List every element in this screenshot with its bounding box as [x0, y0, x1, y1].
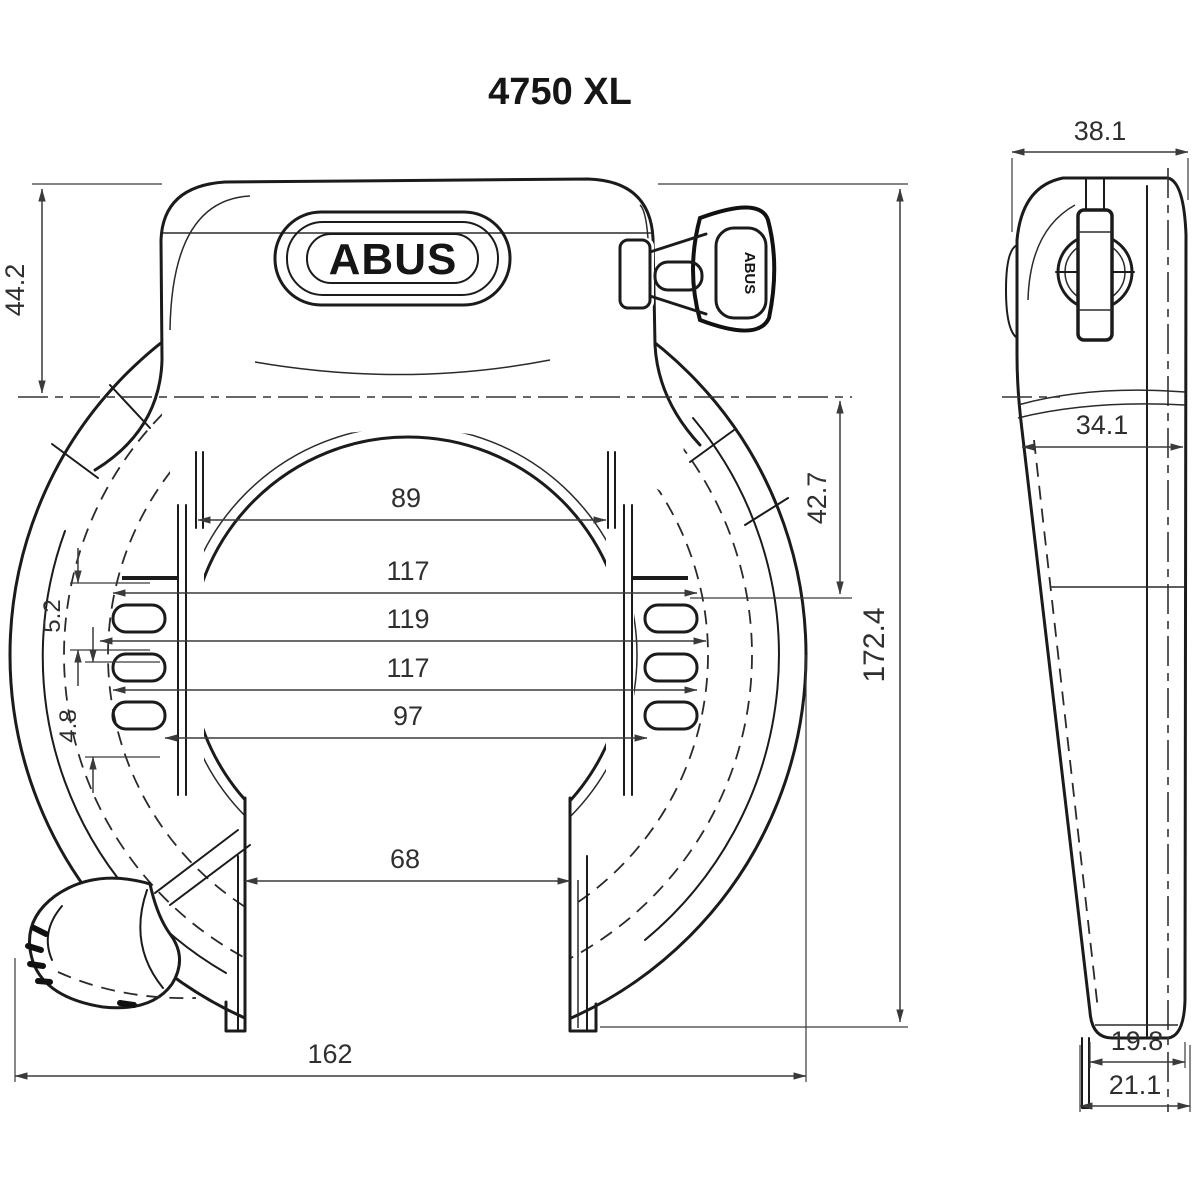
- key-side-detail: [1078, 231, 1112, 311]
- mounting-slot: [111, 700, 167, 731]
- dim-label-34-1: 34.1: [1076, 410, 1129, 440]
- logo-capsule-inner: [306, 233, 479, 284]
- lever-hidden-line: [57, 971, 197, 1000]
- housing-bottom-seam: [254, 359, 551, 376]
- mounting-slot: [643, 603, 699, 634]
- shackle-segment-ticks: [51, 384, 789, 526]
- key: ABUS: [618, 205, 777, 333]
- logo-text: ABUS: [329, 235, 458, 284]
- dim-label-42-7: 42.7: [802, 472, 832, 525]
- key-cylinder: [1055, 177, 1135, 342]
- housing: [93, 177, 702, 505]
- side-view: 38.1 34.1 19.8 21.1: [1002, 116, 1191, 1112]
- dim-label-5-2: 5.2: [39, 599, 66, 632]
- front-dimensions: 44.2 172.4 42.7 89 117 119 117 97 5.2: [0, 183, 908, 1082]
- lever-grip-ridges: [25, 925, 137, 1008]
- mounting-plate-left: [111, 451, 204, 796]
- left-leg: [224, 796, 247, 1033]
- ring-legs: [224, 796, 598, 1033]
- lever-slot-line: [169, 844, 251, 906]
- key-text: ABUS: [741, 252, 758, 295]
- bottom-opening: [245, 792, 570, 1060]
- logo-capsule-outer: [273, 210, 512, 307]
- mounting-slot: [111, 652, 167, 683]
- logo-capsule-mid: [286, 221, 499, 296]
- dim-label-68: 68: [390, 844, 420, 874]
- mounting-slot: [111, 603, 167, 634]
- side-body: [1002, 168, 1188, 1112]
- side-dimensions: 38.1 34.1 19.8 21.1: [1011, 116, 1191, 1112]
- key-shoulder-bottom: [648, 294, 708, 316]
- dim-label-21-1: 21.1: [1109, 1070, 1162, 1100]
- dim-label-4-8: 4.8: [55, 709, 82, 742]
- front-view: ABUS ABUS: [8, 177, 852, 1060]
- dim-label-172-4: 172.4: [858, 607, 891, 682]
- key-head: [691, 205, 777, 333]
- right-leg: [568, 796, 598, 1033]
- dim-label-19-8: 19.8: [1111, 1026, 1164, 1056]
- side-hidden-edge: [1033, 439, 1099, 1011]
- abus-logo: ABUS: [273, 210, 512, 307]
- key-grip: [714, 226, 768, 320]
- ring-shell-seam-right: [644, 417, 780, 941]
- mounting-plate-right: [606, 451, 699, 796]
- housing-outline: [93, 177, 702, 472]
- side-shoulder-line-2: [1017, 403, 1186, 419]
- dim-label-38-1: 38.1: [1074, 116, 1127, 146]
- release-lever: [25, 829, 251, 1010]
- key-blade-slot: [653, 260, 704, 292]
- key-collar-fill: [618, 238, 654, 310]
- dim-label-44-2: 44.2: [0, 264, 30, 317]
- side-left-ridge: [1005, 244, 1018, 339]
- key-blade-side: [1085, 177, 1105, 213]
- key-shoulder-top: [648, 232, 708, 254]
- housing-corner-detail-left: [169, 195, 251, 331]
- side-corner-detail: [1027, 204, 1076, 301]
- side-shoulder-line-1: [1017, 389, 1186, 406]
- drawing-title: 4750 XL: [488, 71, 632, 113]
- dim-label-119: 119: [386, 604, 429, 634]
- dim-label-97: 97: [393, 701, 423, 731]
- dim-label-117-top: 117: [386, 556, 429, 586]
- side-bottom-tab: [1081, 1037, 1090, 1109]
- key-side: [1076, 208, 1114, 342]
- dim-label-117-bottom: 117: [386, 653, 429, 683]
- dim-label-89: 89: [391, 483, 421, 513]
- mounting-slot: [643, 700, 699, 731]
- mounting-slot: [643, 652, 699, 683]
- lever-slot-line: [154, 829, 239, 894]
- key-collar: [618, 238, 652, 310]
- lever-face-line: [139, 889, 164, 989]
- dim-label-162: 162: [307, 1039, 352, 1069]
- side-outline: [1015, 176, 1188, 1040]
- housing-fill: [161, 179, 685, 505]
